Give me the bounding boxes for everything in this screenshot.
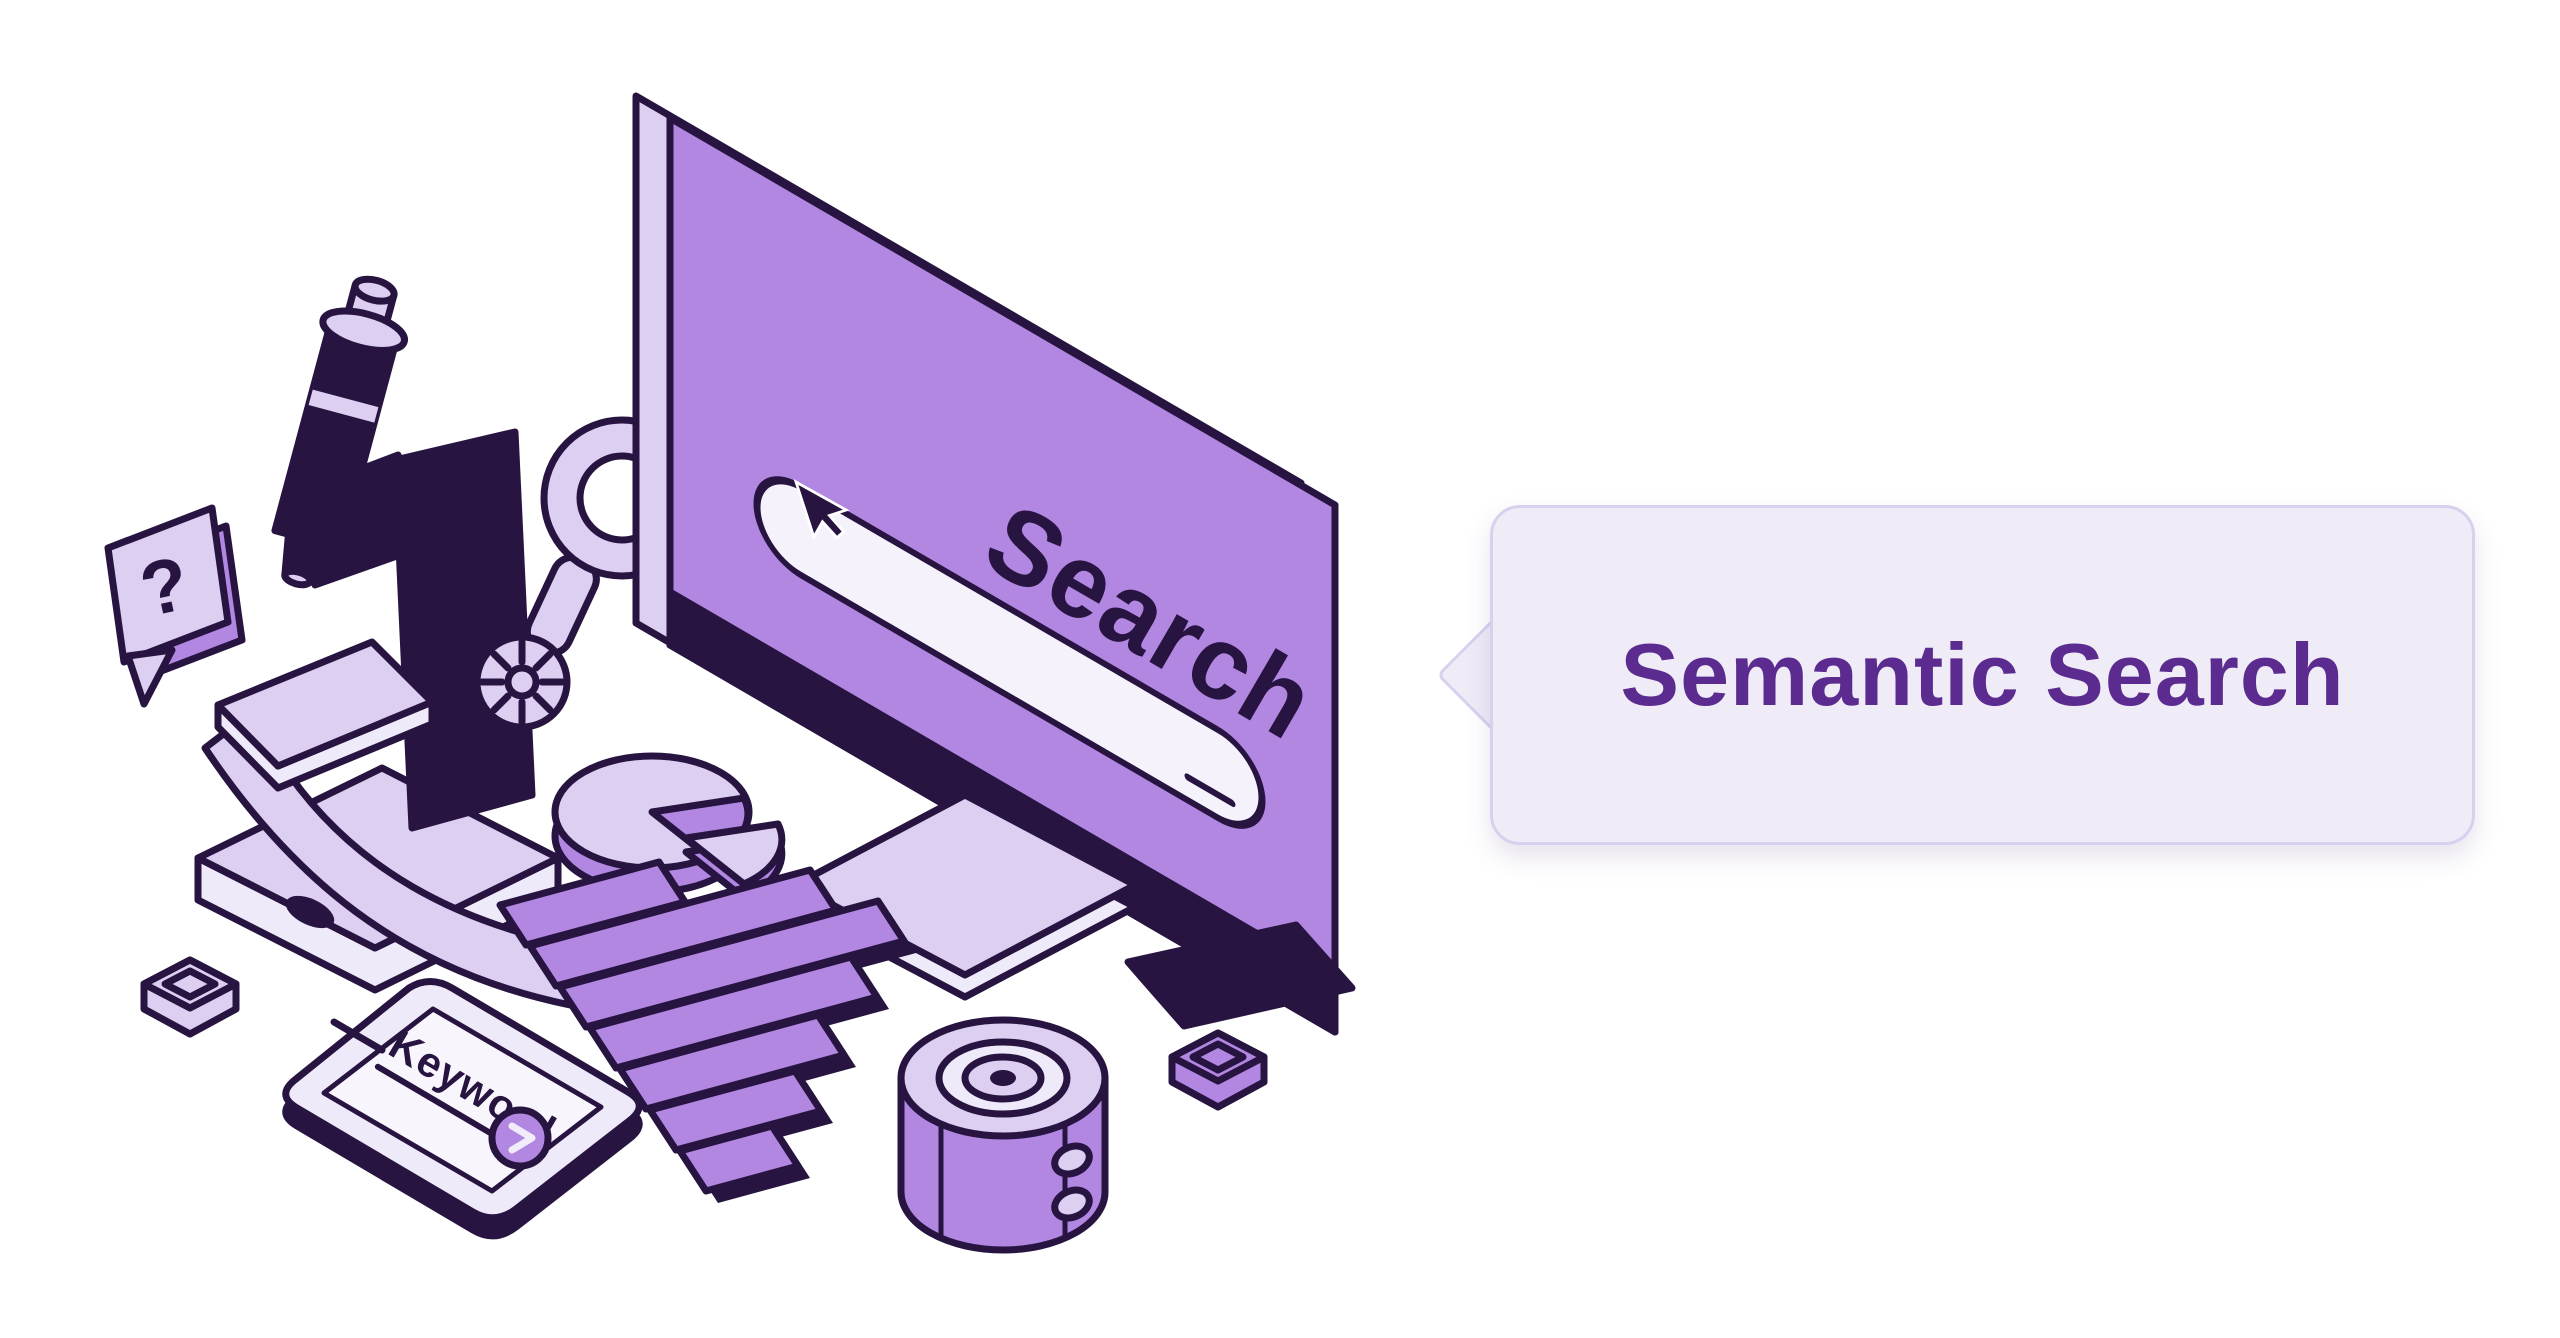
eyepiece-cap [319, 307, 409, 354]
eyepiece-band [308, 389, 379, 423]
stand-shadow-slab [1124, 921, 1356, 1030]
microscope-eyepiece [271, 275, 409, 589]
cylinder-button [1051, 1142, 1093, 1178]
microscope [194, 275, 589, 1009]
cylinder-button [1051, 1186, 1093, 1222]
cube-icon [140, 956, 240, 1038]
cube-top [1168, 1029, 1268, 1085]
bubble-front [104, 504, 232, 666]
eyepiece-knob-top [351, 275, 398, 305]
microscope-arm [391, 428, 536, 832]
focus-wheel [473, 633, 571, 731]
callout-box: Semantic Search [1490, 505, 2475, 845]
stage-plate-top [214, 638, 436, 770]
callout-label: Semantic Search [1620, 625, 2345, 724]
objective-lens-glass [281, 567, 314, 589]
cube-top [140, 956, 240, 1012]
chevron-right-icon [508, 1122, 536, 1154]
cylinder-center-dot [990, 1070, 1016, 1086]
speaker-icon [330, 1018, 386, 1054]
base-slot [285, 895, 335, 929]
cube-ring [161, 967, 219, 1001]
text-cursor [1184, 773, 1236, 808]
phone: Keyword [282, 978, 643, 1240]
bar [676, 1122, 810, 1203]
question-bubble: ? [104, 504, 246, 708]
search-bar [753, 476, 1266, 829]
focus-wheel-hub [504, 664, 540, 700]
cube-ring [1189, 1040, 1247, 1074]
callout: Semantic Search [1436, 505, 2475, 845]
bubble-tail [124, 646, 176, 708]
phone-submit-button [488, 1106, 552, 1170]
cursor-icon [793, 479, 850, 541]
cube-icon [1168, 1029, 1268, 1111]
lens-cylinder [897, 1016, 1109, 1254]
search-bar-field [753, 476, 1266, 829]
bar-chart [496, 858, 916, 1203]
